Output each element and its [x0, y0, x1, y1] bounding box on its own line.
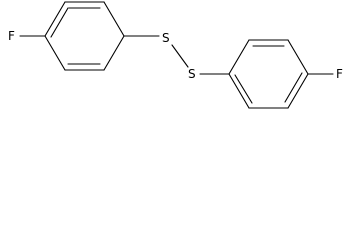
fluorine-right-label: F	[336, 67, 343, 81]
fluorine-left-label: F	[8, 29, 15, 43]
sulfur-top-label: S	[162, 31, 170, 45]
right-benzene-ring	[228, 39, 309, 109]
structure-diagram: F S S F	[0, 0, 354, 111]
left-benzene-ring	[44, 1, 125, 71]
s-s-bond	[171, 44, 189, 68]
sulfur-bottom-label: S	[188, 67, 196, 81]
structural-formula: F S S F	[8, 1, 343, 109]
